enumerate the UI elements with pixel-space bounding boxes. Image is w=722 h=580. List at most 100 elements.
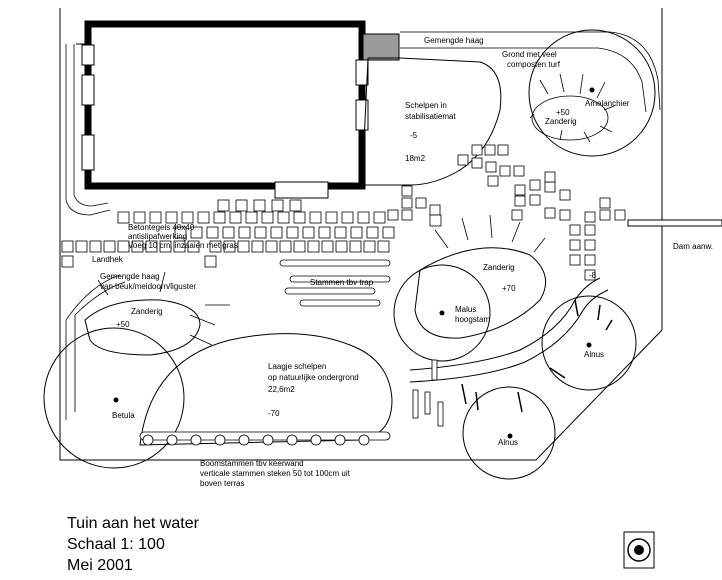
paving-tile — [321, 240, 334, 253]
dam — [627, 219, 722, 227]
label-laagje-3: 22,6m2 — [268, 385, 295, 394]
paving-tile — [261, 211, 274, 224]
paving-tile — [117, 240, 130, 253]
mound-top — [529, 73, 615, 143]
label-malus-1: Malus — [455, 305, 477, 314]
paving-tile — [238, 226, 251, 239]
mound-middle — [414, 214, 547, 339]
paving-tile — [103, 240, 116, 253]
paving-tile — [190, 226, 203, 239]
paving-tiles — [61, 199, 442, 268]
paving-tile — [145, 240, 158, 253]
tree-malus — [393, 264, 491, 362]
vertical-log — [358, 434, 370, 446]
paving-tile — [307, 240, 320, 253]
paving-tile — [229, 211, 242, 224]
tree-betula — [43, 327, 185, 469]
paving-tile — [382, 226, 395, 239]
paving-tile — [366, 226, 379, 239]
title-line-3: Mei 2001 — [67, 557, 133, 574]
hedge-left-diagonal — [65, 274, 126, 420]
paving-tile — [271, 199, 284, 212]
paving-tile — [253, 199, 266, 212]
label-gemengde-haag-top: Gemengde haag — [424, 36, 484, 45]
paving-tile — [204, 255, 217, 268]
paving-tile — [131, 240, 144, 253]
paving-tile — [251, 240, 264, 253]
label-betula: Betula — [112, 411, 135, 420]
label-malus-2: hoogstam — [455, 315, 491, 324]
label-plus50-top: +50 — [556, 108, 570, 117]
label-minus8: -8 — [589, 271, 597, 280]
vertical-log — [262, 434, 274, 446]
paving-tile — [245, 211, 258, 224]
vertical-log — [310, 434, 322, 446]
label-laagje-1: Laagje schelpen — [268, 362, 327, 371]
vertical-log — [214, 434, 226, 446]
label-grond-met-veel: Grond met veel — [502, 50, 557, 59]
vertical-log — [334, 434, 346, 446]
paving-tile — [429, 214, 442, 227]
retaining-logs — [139, 431, 391, 446]
paving-tile — [206, 226, 219, 239]
paving-tile — [61, 255, 74, 268]
paving-tile — [293, 240, 306, 253]
paving-tile — [265, 240, 278, 253]
tree-alnus-right — [541, 295, 637, 391]
paving-tile — [363, 240, 376, 253]
hedge-left-strip — [65, 44, 111, 216]
label-stammen: Stammen tbv trap — [310, 278, 374, 287]
label-boomstammen-2: verticale stammen steken 50 tot 100cm ui… — [200, 469, 350, 478]
north-arrow-icon — [623, 531, 655, 569]
paving-tile — [302, 226, 315, 239]
label-laagje-2: op natuurlijke ondergrond — [268, 373, 359, 382]
paving-tile — [350, 226, 363, 239]
label-schelpen-in: Schelpen in — [405, 101, 447, 110]
paving-tile — [187, 240, 200, 253]
paving-tile — [223, 240, 236, 253]
paving-tile — [197, 211, 210, 224]
label-zanderig-left: Zanderig — [131, 307, 163, 316]
paving-tile — [286, 226, 299, 239]
paving-tile — [159, 240, 172, 253]
label-alnus-right: Alnus — [584, 350, 605, 359]
vertical-log — [238, 434, 250, 446]
shed — [362, 33, 400, 61]
label-boomstammen-1: Boomstammen tbv keerwand — [200, 459, 304, 468]
paving-tile — [325, 211, 338, 224]
paving-tile — [349, 240, 362, 253]
label-plus70: +70 — [502, 284, 516, 293]
label-dam: Dam aanw. — [673, 242, 714, 251]
paving-tile — [209, 240, 222, 253]
label-betontegels-2: antislipafwerking — [128, 232, 188, 241]
curved-path — [409, 277, 609, 383]
paving-tile — [173, 240, 186, 253]
paving-tile — [117, 211, 130, 224]
paving-tile — [235, 199, 248, 212]
label-betontegels-1: Betontegels 40x40 — [128, 223, 195, 232]
label-plus50-left: +50 — [116, 320, 130, 329]
paving-tile — [279, 240, 292, 253]
label-betontegels-3: Voeg 10 cm, inzaaien met gras — [128, 241, 238, 250]
label-zanderig-mid: Zanderig — [483, 263, 515, 272]
paving-tile — [254, 226, 267, 239]
mound-left — [84, 271, 230, 356]
paving-tile — [75, 240, 88, 253]
hedge-top-strip — [400, 31, 661, 113]
paving-tile — [293, 211, 306, 224]
paving-tile — [309, 211, 322, 224]
house — [81, 20, 369, 199]
paving-tile — [133, 211, 146, 224]
label-stabilisatiemat: stabilisatiemat — [405, 112, 456, 121]
paving-tile — [373, 211, 386, 224]
paving-tile — [289, 199, 302, 212]
paving-tile — [181, 211, 194, 224]
vertical-log — [166, 434, 178, 446]
paving-tile — [335, 240, 348, 253]
title-line-2: Schaal 1: 100 — [67, 536, 165, 553]
vertical-log — [190, 434, 202, 446]
paving-tile — [217, 199, 230, 212]
paving-tile — [61, 240, 74, 253]
paving-tile — [277, 211, 290, 224]
